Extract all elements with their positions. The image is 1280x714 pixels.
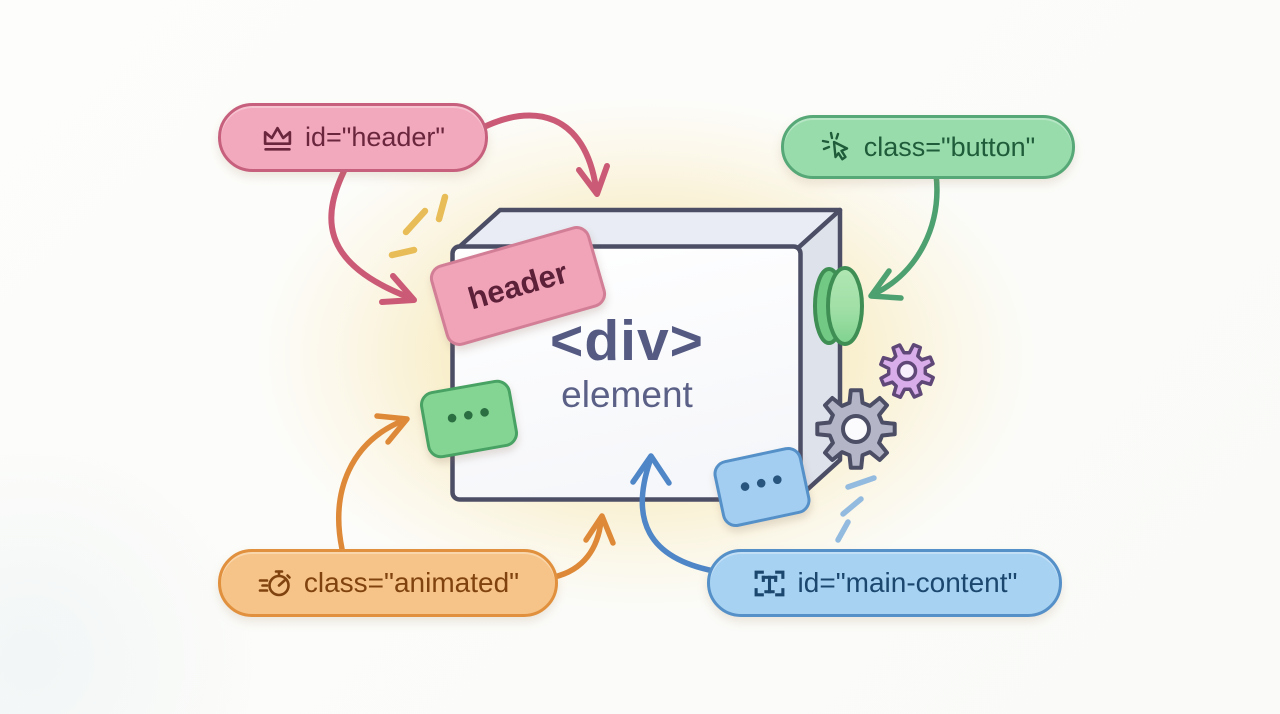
stopwatch-icon <box>258 570 291 597</box>
arrow-orange-to-green-badge <box>336 413 410 552</box>
crown-icon <box>263 126 292 151</box>
arrow-blue-to-box-bottom <box>630 453 717 574</box>
pill-id-main-content: id="main-content" <box>707 549 1062 617</box>
pill-class-animated: class="animated" <box>218 549 558 617</box>
arrow-green-to-button <box>868 171 940 301</box>
gear-large-icon <box>815 388 897 470</box>
div-tag-text: <div> <box>550 309 704 373</box>
cursor-click-icon <box>821 131 848 161</box>
pill-label: class="button" <box>863 131 1036 162</box>
pill-label: id="header" <box>304 122 446 152</box>
pill-class-button: class="button" <box>781 115 1075 179</box>
pill-label: class="animated" <box>303 567 520 598</box>
arrow-orange-to-box-bottom <box>551 513 616 580</box>
pill-id-header: id="header" <box>218 103 488 172</box>
header-sticker-text: header <box>464 254 572 317</box>
ellipsis-dots: ••• <box>736 461 792 505</box>
sparkle-blue-icon <box>835 475 877 543</box>
ellipsis-dots: ••• <box>444 394 499 436</box>
pill-label: id="main-content" <box>797 567 1018 598</box>
sparkle-yellow-icon <box>388 193 449 259</box>
power-button <box>813 266 864 346</box>
gear-small-icon <box>879 343 935 399</box>
arrow-pink-to-header-tag <box>328 164 417 305</box>
div-caption-text: element <box>561 373 693 415</box>
div-box-label: <div> element <box>452 309 802 415</box>
text-selection-icon <box>754 570 784 596</box>
arrow-pink-to-box-top <box>475 112 610 197</box>
